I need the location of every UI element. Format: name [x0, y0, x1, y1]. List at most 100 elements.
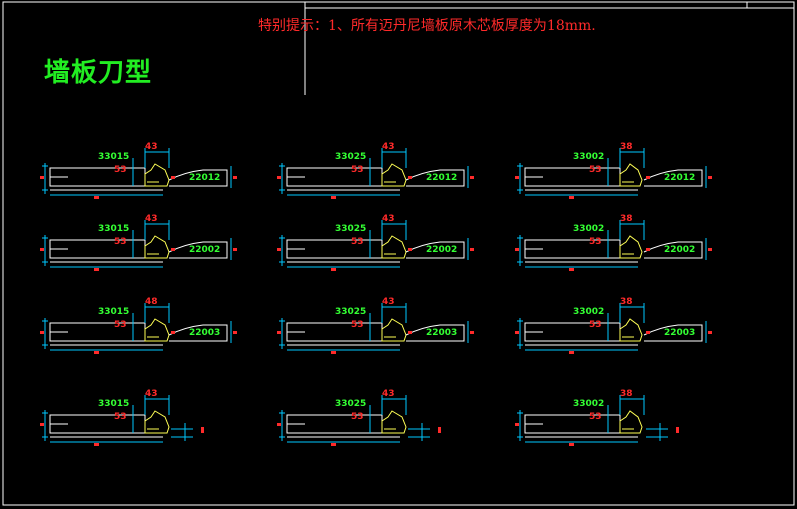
end-marker [201, 427, 204, 433]
molding-profile [619, 163, 643, 187]
molding-code: 33025 [335, 399, 366, 409]
profile-grid: 4333015532201243330155322002483301553220… [40, 142, 712, 446]
bottom-dimension-marker [94, 196, 99, 199]
molding-code: 33002 [573, 224, 604, 234]
width-dimension: 43 [382, 389, 395, 399]
end-marker [171, 248, 175, 251]
end-marker [408, 248, 412, 251]
bottom-dimension-marker [569, 268, 574, 271]
end-marker [233, 331, 237, 334]
left-dimension-marker [40, 248, 44, 251]
end-marker [470, 331, 474, 334]
left-dimension-marker [40, 331, 44, 334]
molding-profile [381, 163, 407, 187]
end-marker [646, 176, 650, 179]
side-dimension: 53 [114, 320, 127, 330]
end-code: 22003 [664, 328, 695, 338]
side-dimension: 53 [351, 412, 364, 422]
end-marker [171, 331, 175, 334]
molding-code: 33002 [573, 307, 604, 317]
side-dimension: 53 [589, 412, 602, 422]
end-marker [470, 248, 474, 251]
molding-code: 33002 [573, 152, 604, 162]
molding-profile [381, 318, 407, 342]
molding-profile [619, 235, 643, 259]
width-dimension: 38 [620, 297, 633, 307]
end-marker [438, 427, 441, 433]
profile-detail: 43 33025 53 22003 [277, 297, 474, 354]
molding-profile [144, 410, 170, 434]
left-dimension-marker [515, 176, 519, 179]
end-marker [171, 176, 175, 179]
bottom-dimension-marker [331, 351, 336, 354]
bottom-dimension-marker [331, 268, 336, 271]
bottom-dimension-marker [331, 443, 336, 446]
end-marker [233, 248, 237, 251]
special-notice: 特别提示：1、所有迈丹尼墙板原木芯板厚度为18mm. [258, 18, 596, 34]
left-dimension-marker [277, 331, 281, 334]
molding-code: 33025 [335, 307, 366, 317]
end-code: 22003 [189, 328, 220, 338]
molding-profile [144, 235, 170, 259]
width-dimension: 43 [145, 214, 158, 224]
end-marker [408, 176, 412, 179]
molding-profile [381, 235, 407, 259]
end-code: 22002 [426, 245, 457, 255]
molding-profile [381, 410, 407, 434]
width-dimension: 38 [620, 142, 633, 152]
side-dimension: 53 [589, 237, 602, 247]
molding-code: 33025 [335, 224, 366, 234]
left-dimension-marker [515, 331, 519, 334]
width-dimension: 43 [145, 142, 158, 152]
left-dimension-marker [277, 176, 281, 179]
profile-detail: 38 33002 53 [515, 389, 679, 446]
width-dimension: 38 [620, 214, 633, 224]
width-dimension: 48 [145, 297, 158, 307]
molding-code: 33002 [573, 399, 604, 409]
page-title: 墙板刀型 [44, 58, 153, 88]
width-dimension: 43 [382, 297, 395, 307]
left-dimension-marker [277, 248, 281, 251]
side-dimension: 53 [351, 165, 364, 175]
side-dimension: 53 [351, 237, 364, 247]
width-dimension: 38 [620, 389, 633, 399]
molding-code: 33015 [98, 307, 129, 317]
profile-detail: 38 33002 53 22003 [515, 297, 712, 354]
profile-detail: 38 33002 53 22002 [515, 214, 712, 271]
end-marker [676, 427, 679, 433]
end-marker [708, 176, 712, 179]
side-dimension: 53 [351, 320, 364, 330]
molding-profile [619, 410, 643, 434]
end-marker [646, 331, 650, 334]
side-dimension: 53 [114, 237, 127, 247]
profile-detail: 48 33015 53 22003 [40, 297, 237, 354]
profile-detail: 38 33002 53 22012 [515, 142, 712, 199]
end-marker [708, 248, 712, 251]
side-dimension: 53 [589, 320, 602, 330]
molding-profile [144, 163, 170, 187]
end-marker [646, 248, 650, 251]
end-code: 22003 [426, 328, 457, 338]
bottom-dimension-marker [94, 443, 99, 446]
molding-code: 33015 [98, 152, 129, 162]
bottom-dimension-marker [569, 196, 574, 199]
width-dimension: 43 [145, 389, 158, 399]
bottom-dimension-marker [94, 268, 99, 271]
width-dimension: 43 [382, 142, 395, 152]
molding-code: 33015 [98, 399, 129, 409]
side-dimension: 53 [114, 412, 127, 422]
end-code: 22012 [664, 173, 695, 183]
left-dimension-marker [515, 248, 519, 251]
bottom-dimension-marker [331, 196, 336, 199]
left-dimension-marker [277, 423, 281, 426]
end-marker [233, 176, 237, 179]
bottom-dimension-marker [94, 351, 99, 354]
end-code: 22002 [664, 245, 695, 255]
end-code: 22012 [426, 173, 457, 183]
side-dimension: 53 [589, 165, 602, 175]
